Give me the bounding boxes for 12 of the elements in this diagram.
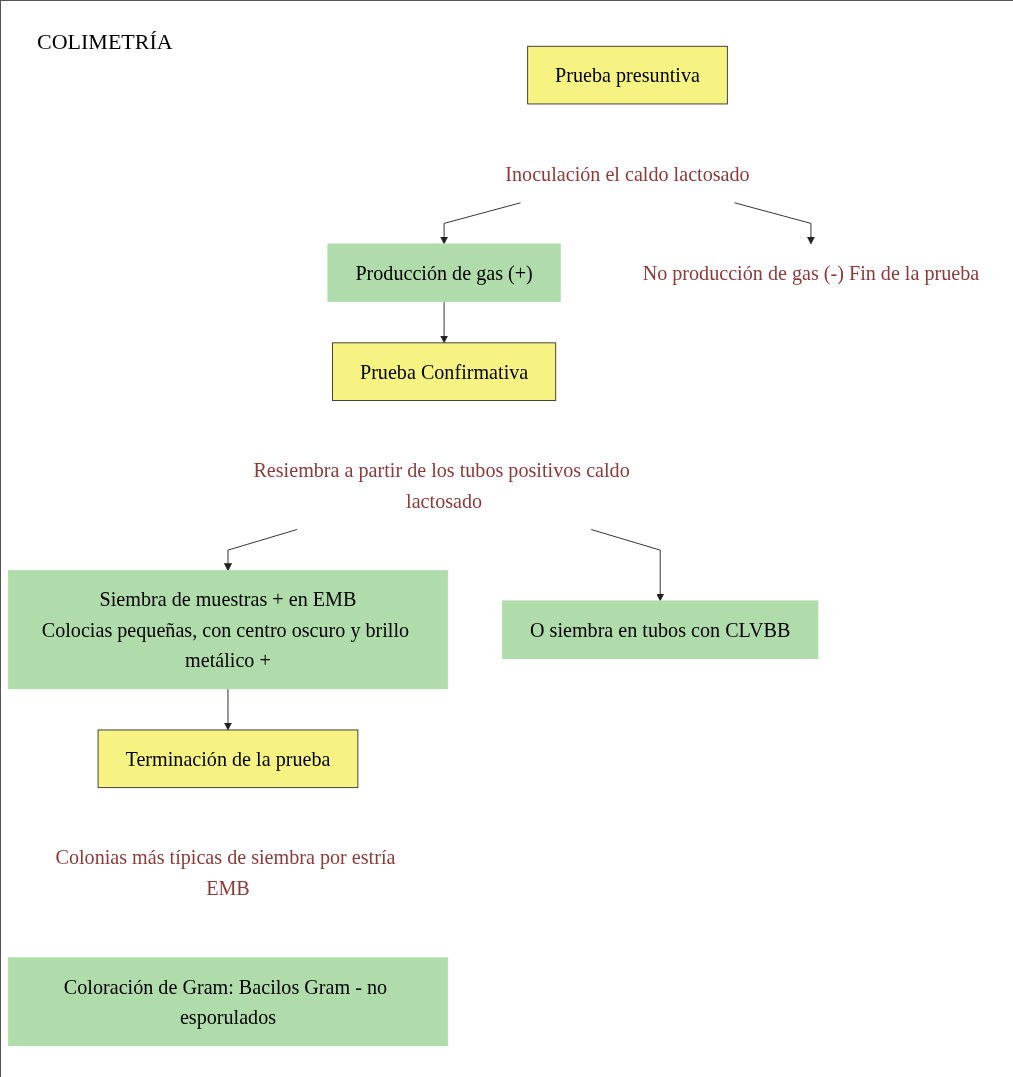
node-box: Terminación de la prueba <box>97 729 359 789</box>
diagram-title: COLIMETRÍA <box>37 29 173 55</box>
node-text: Inoculación el caldo lactosado <box>505 162 750 186</box>
node-box: Prueba presuntiva <box>527 45 728 105</box>
node-box: Producción de gas (+) <box>327 243 561 303</box>
node-box: Siembra de muestras + en EMB Colocias pequeñas, con centro oscuro y brillo metálico + <box>7 570 449 690</box>
node-text: No producción de gas (-) Fin de la prueba <box>642 261 980 285</box>
node-text: Colonias más típicas de siembra por estría EMB <box>55 846 396 900</box>
node-text: Resiembra a partir de los tubos positivos caldo lactosado <box>253 459 630 513</box>
node-box: Coloración de Gram: Bacilos Gram - no esporulados <box>7 957 449 1047</box>
node-box: Prueba Confirmativa <box>332 342 557 401</box>
node-box: O siembra en tubos con CLVBB <box>502 600 819 660</box>
